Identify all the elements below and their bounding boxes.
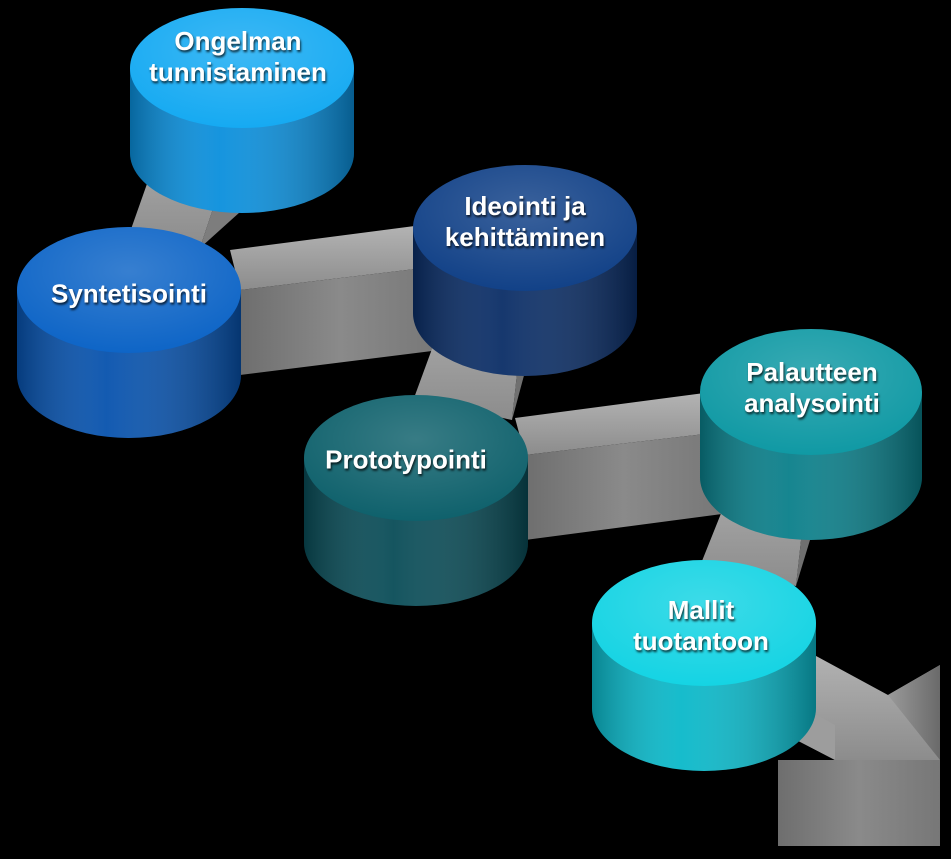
step-label-prototype: Prototypointi	[325, 444, 487, 475]
cylinder-synthesis	[17, 227, 241, 438]
step-label-production: Mallit tuotantoon	[633, 595, 769, 656]
arrow-prototype-to-feedback	[515, 392, 722, 540]
step-label-ideation: Ideointi ja kehittäminen	[444, 191, 606, 252]
step-label-problem: Ongelman tunnistaminen	[149, 26, 327, 87]
step-label-feedback: Palautteen analysointi	[744, 357, 880, 418]
cylinder-feedback	[700, 329, 922, 540]
cylinder-top-gloss	[17, 227, 241, 353]
cylinder-problem	[130, 8, 354, 213]
cylinder-top-gloss	[304, 395, 528, 521]
cylinder-prototype	[304, 395, 528, 606]
cylinder-production	[592, 560, 816, 771]
arrow-synthesis-to-ideation	[230, 224, 440, 375]
cylinder-top-gloss	[700, 329, 922, 455]
step-label-synthesis: Syntetisointi	[50, 278, 208, 309]
cylinder-top-gloss	[413, 165, 637, 291]
cylinder-ideation	[413, 165, 637, 376]
cylinder-top-gloss	[592, 560, 816, 686]
cylinder-top-gloss	[130, 8, 354, 128]
